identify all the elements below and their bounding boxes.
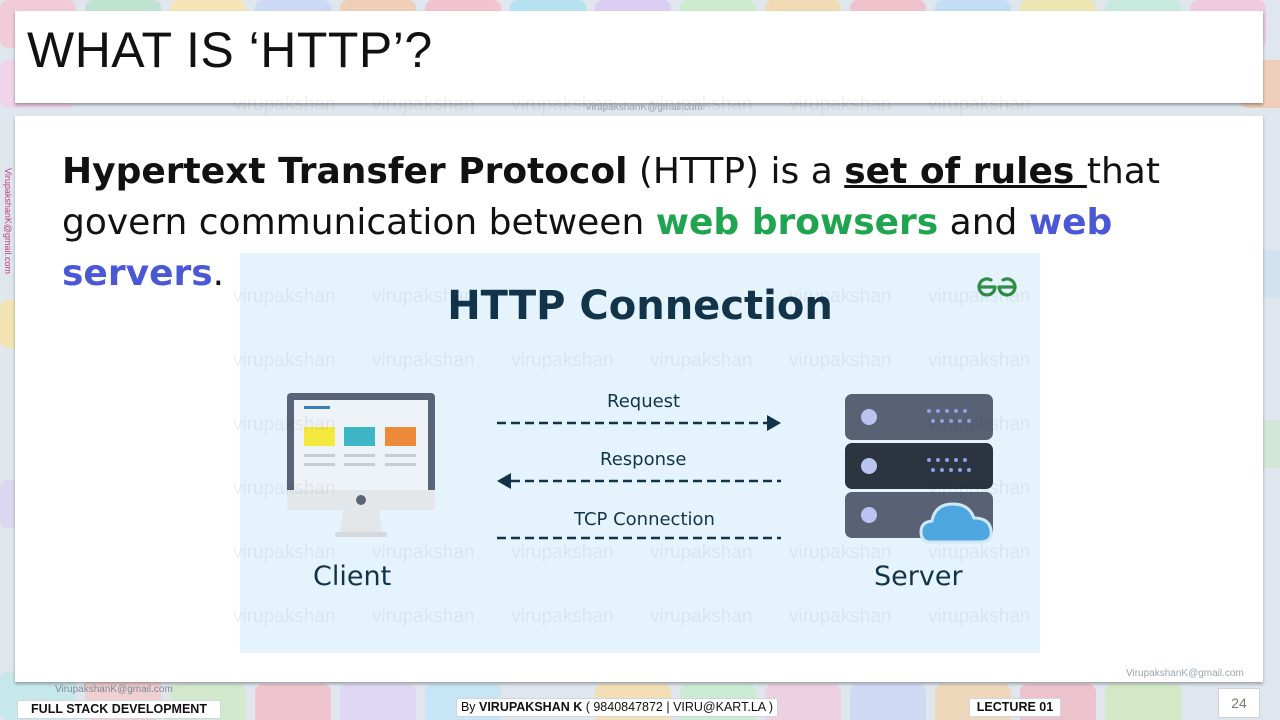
server-label: Server [874,561,963,592]
gfg-logo-icon [977,277,1017,297]
email-watermark: VirupakshanK@gmail.com [585,102,703,113]
side-email-watermark: VirupakshanK@gmail.com [3,168,13,275]
http-abbr: (HTTP) is a [627,151,845,192]
and-text: and [938,202,1029,243]
cloud-icon [919,502,993,544]
email-watermark: VirupakshanK@gmail.com [1126,668,1244,679]
server-icon [845,394,993,544]
diagram-title: HTTP Connection [447,283,833,329]
request-arrow [497,415,781,431]
footer-contact: ( 9840847872 | VIRU@KART.LA ) [582,700,774,714]
request-label: Request [607,391,681,412]
period-text: . [212,253,225,294]
title-bar: WHAT IS ‘HTTP’? [15,11,1263,103]
govern-text: that govern communication between [62,151,1160,243]
client-monitor-icon [287,393,435,537]
set-of-rules-text: set of rules [844,151,1087,192]
arrows-group [497,415,781,540]
footer-lecture: LECTURE 01 [969,698,1061,717]
footer-by: By [460,700,479,714]
email-watermark: VirupakshanK@gmail.com [55,684,173,695]
page-title: WHAT IS ‘HTTP’? [27,22,433,78]
slide-content: Hypertext Transfer Protocol (HTTP) is a … [15,116,1263,682]
response-label: Response [600,449,687,470]
web-browsers-text: web browsers [655,202,939,243]
footer-author-name: VIRUPAKSHAN K [479,700,583,714]
footer-author: By VIRUPAKSHAN K ( 9840847872 | VIRU@KAR… [456,698,778,717]
response-arrow [497,473,781,489]
client-label: Client [313,561,392,592]
http-connection-diagram: HTTP Connection [240,253,1040,653]
page-number: 24 [1218,688,1260,718]
intro-paragraph: Hypertext Transfer Protocol (HTTP) is a … [62,146,1242,299]
tcp-connection-label: TCP Connection [574,509,715,530]
web-servers-text: web servers [62,202,1113,294]
http-term: Hypertext Transfer Protocol [62,151,628,192]
footer-course: FULL STACK DEVELOPMENT [17,700,221,719]
